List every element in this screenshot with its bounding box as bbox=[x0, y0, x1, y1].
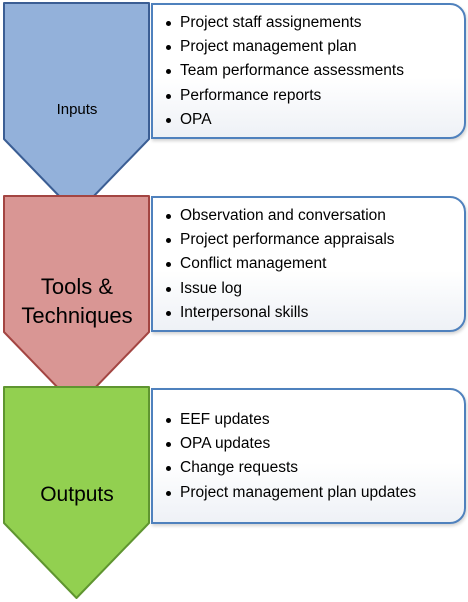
outputs-chevron-shape bbox=[3, 386, 150, 599]
list-item: Project staff assignements bbox=[163, 11, 458, 35]
inputs-list: Project staff assignements Project manag… bbox=[163, 11, 458, 132]
list-item: Performance reports bbox=[163, 84, 458, 108]
tools-techniques-label-line1: Tools & bbox=[40, 274, 114, 299]
tools-techniques-chevron bbox=[3, 195, 150, 408]
list-item: Team performance assessments bbox=[163, 59, 458, 83]
list-item: OPA bbox=[163, 108, 458, 132]
tools-techniques-label: Tools & Techniques bbox=[4, 272, 150, 330]
list-item: Issue log bbox=[163, 277, 458, 301]
tools-techniques-panel: Observation and conversation Project per… bbox=[151, 196, 466, 332]
outputs-panel: EEF updates OPA updates Change requests … bbox=[151, 388, 466, 524]
tools-techniques-chevron-shape bbox=[3, 195, 150, 408]
list-item: Change requests bbox=[163, 456, 458, 480]
list-item: Interpersonal skills bbox=[163, 301, 458, 325]
outputs-chevron bbox=[3, 386, 150, 599]
list-item: EEF updates bbox=[163, 408, 458, 432]
inputs-chevron-shape bbox=[3, 2, 150, 215]
list-item: Observation and conversation bbox=[163, 204, 458, 228]
tools-techniques-list: Observation and conversation Project per… bbox=[163, 204, 458, 325]
inputs-label: Inputs bbox=[56, 101, 98, 118]
outputs-list: EEF updates OPA updates Change requests … bbox=[163, 408, 458, 505]
list-item: Project management plan updates bbox=[163, 481, 458, 505]
list-item: Conflict management bbox=[163, 252, 458, 276]
inputs-panel: Project staff assignements Project manag… bbox=[151, 3, 466, 139]
list-item: Project performance appraisals bbox=[163, 228, 458, 252]
inputs-chevron bbox=[3, 2, 150, 215]
outputs-label: Outputs bbox=[40, 483, 114, 506]
list-item: Project management plan bbox=[163, 35, 458, 59]
tools-techniques-label-line2: Techniques bbox=[21, 303, 133, 328]
list-item: OPA updates bbox=[163, 432, 458, 456]
